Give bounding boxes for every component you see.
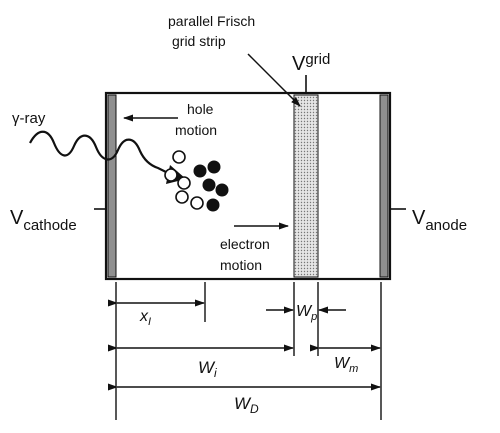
- detector-body: [104, 91, 392, 281]
- x-i-label: xI: [139, 308, 151, 328]
- electron: [215, 183, 229, 197]
- hole-motion-label-line1: hole: [187, 101, 214, 117]
- hole: [175, 190, 189, 204]
- w-p-label: Wp: [296, 303, 317, 323]
- gamma-ray-label: γ-ray: [12, 110, 46, 127]
- electron-charges: [193, 160, 229, 212]
- hole-charges: [164, 150, 204, 210]
- w-d-label: WD: [234, 394, 259, 416]
- frisch-pointer-arrow: [247, 53, 301, 107]
- w-m-label: Wm: [334, 355, 358, 375]
- frisch-grid-strip: [293, 94, 319, 278]
- anode-electrode: [379, 94, 389, 278]
- electron: [206, 198, 220, 212]
- hole: [172, 150, 186, 164]
- v-grid-label: Vgrid: [292, 51, 330, 75]
- electron: [193, 164, 207, 178]
- w-i-label: Wi: [198, 358, 217, 380]
- v-anode-label: Vanode: [412, 207, 467, 234]
- v-cathode-label: Vcathode: [10, 207, 77, 234]
- hole: [190, 196, 204, 210]
- frisch-label-line2: grid strip: [172, 33, 226, 49]
- gamma-ray-path: [29, 130, 167, 173]
- cathode-electrode: [107, 94, 117, 278]
- electron-motion-label-line1: electron: [220, 236, 270, 252]
- hole-motion-label-line2: motion: [175, 122, 217, 138]
- electron: [207, 160, 221, 174]
- electron: [202, 178, 216, 192]
- frisch-label-line1: parallel Frisch: [168, 13, 255, 29]
- hole: [177, 176, 191, 190]
- hole: [164, 168, 178, 182]
- electron-motion-label-line2: motion: [220, 257, 262, 273]
